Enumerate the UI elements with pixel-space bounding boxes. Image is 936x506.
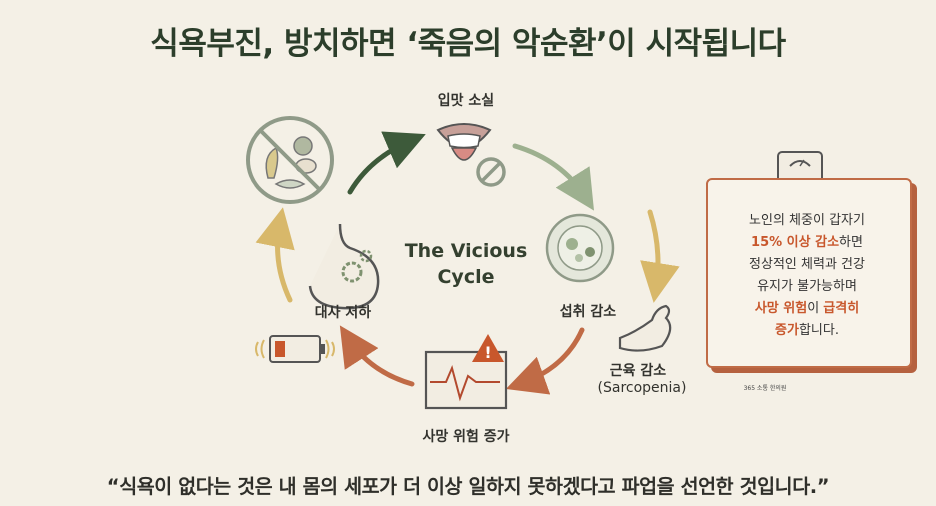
callout-text-span: 이 [807,301,824,316]
cycle-center-label: The Vicious Cycle [405,238,528,290]
mouth-tongue-icon [436,123,506,187]
sarcopenia-label: (Sarcopenia) [597,380,687,396]
cycle-center-line1: The Vicious [404,240,528,262]
callout-text: 노인의 체중이 갑자기 15% 이상 감소하면 정상적인 체력과 건강 유지가 … [714,210,900,342]
callout-highlight: 증가 [775,323,799,338]
callout-line: 15% 이상 감소하면 [714,232,900,254]
node-label-metabolism: 대사 저하 [314,305,372,321]
arrow-metabolism-to-no-food [255,207,295,303]
callout-highlight: 급격히 [823,301,860,316]
stomach-gear-icon [308,223,380,310]
svg-text:!: ! [484,343,491,362]
callout-line: 유지가 불가능하며 [757,279,857,294]
low-battery-icon [255,335,335,363]
page-title: 식욕부진, 방치하면 ‘죽음의 악순환’이 시작됩니다 [150,26,786,62]
node-label-death-risk: 사망 위험 증가 [422,429,510,445]
brand-name: 365 소통 한의원 [743,385,787,392]
cycle-center-line2: Cycle [437,266,495,288]
heart-monitor-icon: ! [424,334,508,410]
callout-line: 증가합니다. [714,320,900,342]
arrow-low-intake-to-muscle-loss [640,209,680,303]
muscle-arm-icon [618,304,672,352]
callout-line: 정상적인 체력과 건강 [749,257,865,272]
callout-line: 노인의 체중이 갑자기 [749,213,865,228]
no-food-icon [246,116,334,204]
callout-highlight: 사망 위험 [754,301,808,316]
callout-highlight: 15% 이상 감소 [751,235,840,250]
arrow-low-intake-to-death-risk [505,327,585,395]
callout-text-span: 합니다. [798,323,839,338]
callout-line: 사망 위험이 급격히 [714,298,900,320]
callout-text-span: 하면 [839,235,863,250]
arrow-taste-loss-to-low-intake [512,143,595,211]
node-label-taste-loss: 입맛 소실 [437,93,495,109]
node-label-muscle-loss: 근육 감소 [609,363,667,379]
bottom-quote: “식욕이 없다는 것은 내 몸의 세포가 더 이상 일하지 못하겠다고 파업을 … [106,475,830,498]
callout-box [706,178,912,368]
arrow-death-risk-to-metabolism [339,325,415,387]
arrow-no-food-to-taste-loss [347,131,426,195]
food-bowl-icon [545,213,615,283]
node-label-low-intake: 섭취 감소 [559,304,617,320]
